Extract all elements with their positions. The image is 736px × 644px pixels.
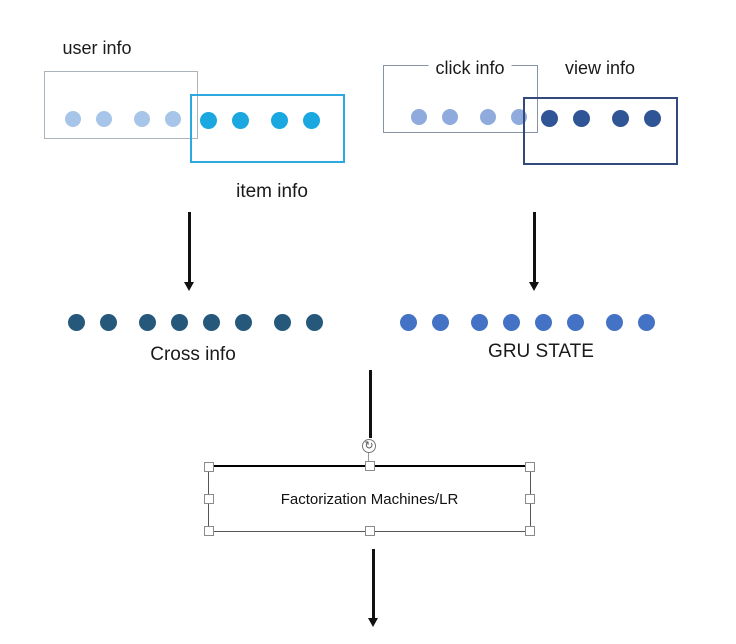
dot — [303, 112, 320, 129]
view-info-box[interactable] — [523, 97, 678, 165]
view-info-label[interactable]: view info — [564, 58, 636, 78]
click-info-dots[interactable] — [411, 109, 527, 125]
dot — [203, 314, 220, 331]
item-info-label[interactable]: item info — [236, 181, 308, 202]
dot — [96, 111, 112, 127]
selection-handle-nw[interactable] — [204, 462, 214, 472]
dot — [432, 314, 449, 331]
dot — [68, 314, 85, 331]
dot — [165, 111, 181, 127]
dot — [139, 314, 156, 331]
rotate-handle-icon[interactable]: ↻ — [362, 439, 376, 453]
dot — [274, 314, 291, 331]
process-box[interactable]: Factorization Machines/LR — [204, 461, 535, 536]
user-info-box[interactable] — [44, 71, 198, 139]
rotate-glyph: ↻ — [364, 439, 374, 452]
view-info-dots[interactable] — [541, 110, 661, 127]
dot — [100, 314, 117, 331]
dot — [411, 109, 427, 125]
dot — [171, 314, 188, 331]
dot — [480, 109, 496, 125]
selection-handle-w[interactable] — [204, 494, 214, 504]
selection-handle-n[interactable] — [364, 461, 375, 471]
dot — [612, 110, 629, 127]
dot — [134, 111, 150, 127]
item-info-box[interactable] — [190, 94, 345, 163]
dot — [638, 314, 655, 331]
dot — [471, 314, 488, 331]
rotate-handle-stem — [368, 453, 369, 465]
dot — [200, 112, 217, 129]
dot — [535, 314, 552, 331]
dot — [567, 314, 584, 331]
selection-handle-se[interactable] — [525, 526, 535, 536]
dot — [503, 314, 520, 331]
arrow-user-item-to-cross[interactable] — [184, 212, 194, 291]
selection-handle-sw[interactable] — [204, 526, 214, 536]
gru-state-dots[interactable] — [400, 314, 655, 331]
process-box-label: Factorization Machines/LR — [280, 490, 459, 508]
item-info-dots[interactable] — [200, 112, 320, 129]
selection-handle-ne[interactable] — [525, 462, 535, 472]
dot — [271, 112, 288, 129]
dot — [442, 109, 458, 125]
cross-info-label[interactable]: Cross info — [150, 344, 236, 365]
gru-state-label[interactable]: GRU STATE — [488, 341, 594, 362]
dot — [306, 314, 323, 331]
click-info-label[interactable]: click info — [428, 58, 512, 79]
dot — [235, 314, 252, 331]
dot — [400, 314, 417, 331]
selection-handle-s[interactable] — [364, 526, 375, 536]
dot — [606, 314, 623, 331]
cross-info-dots[interactable] — [68, 314, 323, 331]
user-info-label[interactable]: user info — [62, 38, 132, 58]
user-info-dots[interactable] — [65, 111, 181, 127]
dot — [232, 112, 249, 129]
dot — [644, 110, 661, 127]
dot — [573, 110, 590, 127]
arrow-process-box-output[interactable] — [368, 549, 378, 627]
dot — [541, 110, 558, 127]
arrow-click-view-to-gru[interactable] — [529, 212, 539, 291]
dot — [65, 111, 81, 127]
selection-handle-e[interactable] — [525, 494, 535, 504]
connector-to-process-box[interactable] — [369, 370, 372, 438]
